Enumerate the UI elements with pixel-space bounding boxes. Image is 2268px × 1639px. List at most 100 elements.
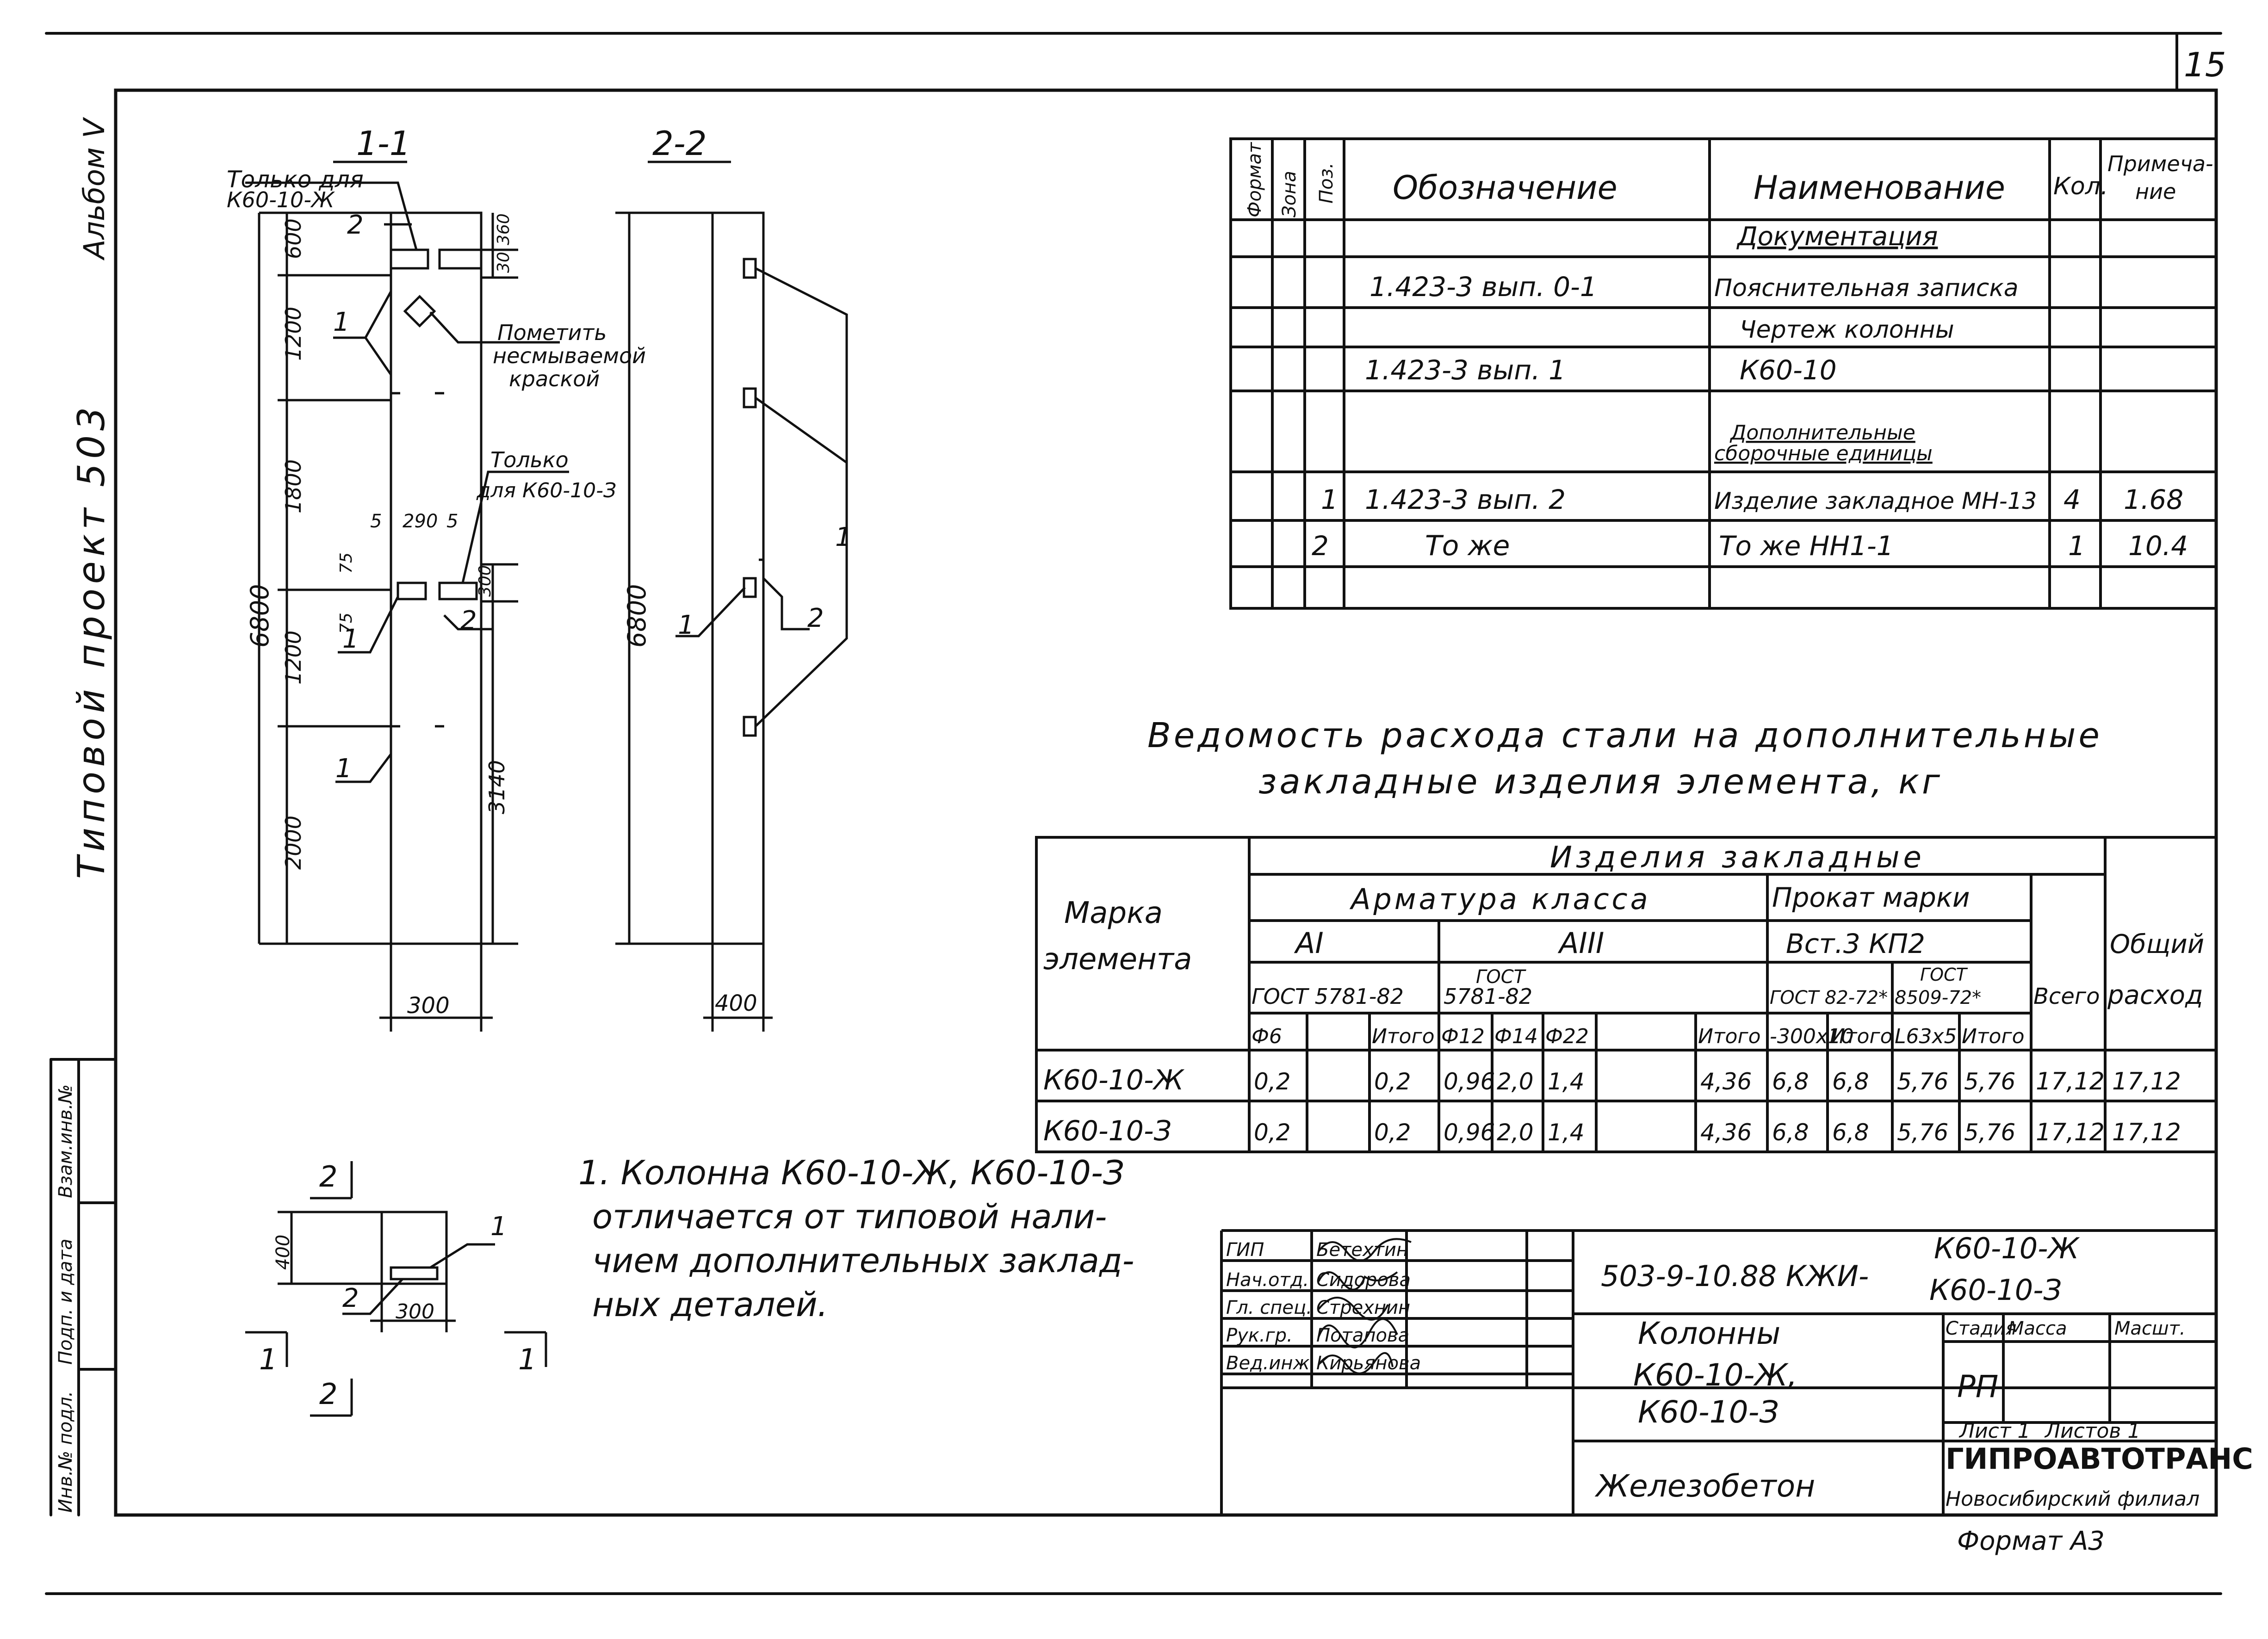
dim-width-300: 300 [407,993,450,1019]
only-note-l1: Только [490,447,569,472]
statement-title-l1: Ведомость расхода стали на дополнительны… [1147,716,2102,755]
section-2-2-text: 2-2 6800 400 1 1 2 [622,124,852,1016]
margin-text: Альбом V Типовой проект 503 Инв.№ подл. … [55,45,2226,1556]
steel-row-value: 6,8 [1832,1119,1869,1146]
pos-label-1-c: 1 [335,754,352,784]
dim-top-30: 30 [494,252,513,273]
tb-material: Железобетон [1594,1468,1815,1504]
steel-gost-rolled2-l1: ГОСТ [1920,965,1968,985]
spec-row-qty: 1 [2068,530,2085,562]
tb-name-l3: К60-10-З [1638,1394,1779,1430]
steel-statement-title: Ведомость расхода стали на дополнительны… [1147,716,2102,802]
dim-290: 290 [403,511,438,532]
steel-row-value: 17,12 [2112,1068,2181,1095]
spec-header-format: Формат [1244,142,1265,217]
tb-person: Бетехтин [1316,1239,1408,1261]
tb-sheet-label: Лист 1 [1958,1419,2030,1443]
steel-gost-a1: ГОСТ 5781-82 [1252,984,1404,1009]
spec-row-pos: 1 [1321,484,1338,515]
tb-mass-label: Масса [2008,1318,2067,1339]
tb-role: ГИП [1226,1239,1264,1261]
steel-row-value: 5,76 [1897,1119,1948,1146]
plan-pos-2: 2 [342,1283,359,1313]
margin-stamp-cell: Инв.№ подл. [55,1391,76,1513]
steel-row-value: 17,12 [2112,1119,2181,1146]
steel-row-value: 5,76 [1964,1068,2015,1095]
spec-row-designation: 1.423-3 вып. 0-1 [1369,271,1597,303]
steel-group-main: Изделия закладные [1550,841,1925,875]
spec-table-text: Формат Зона Поз. Обозначение Наименовани… [1244,142,2213,562]
steel-row-value: 4,36 [1700,1119,1752,1146]
steel-row-value: 1,4 [1548,1119,1585,1146]
plan-view-text: 2 2 1 1 400 300 1 2 [259,1160,536,1411]
steel-row-value: 0,96 [1444,1068,1495,1095]
steel-group-rolled: Прокат марки [1772,882,1970,913]
steel-row-value: 17,12 [2036,1068,2105,1095]
spec-row-name: К60-10 [1740,354,1837,386]
dim-top-360: 360 [494,213,513,245]
section-2-2-title: 2-2 [652,124,707,163]
plan-label-top: 2 [319,1160,337,1194]
spec-header-zone: Зона [1279,171,1300,217]
spec-row-name: сборочные единицы [1714,442,1933,465]
sheet-frame [114,88,2218,1517]
spec-row-qty: 4 [2064,484,2081,515]
dim-5a: 5 [370,511,382,532]
steel-sub-header: Итого [1698,1025,1761,1048]
section-1-1 [245,181,569,1032]
tb-role: Гл. спец. [1226,1297,1312,1318]
steel-row-value: 2,0 [1497,1068,1534,1095]
steel-row-value: 0,2 [1254,1068,1291,1095]
steel-row-value: 0,2 [1254,1119,1291,1146]
spec-row-name: То же НН1-1 [1719,530,1894,562]
section-1-1-title: 1-1 [356,124,411,163]
note-line-4: ных деталей. [592,1285,828,1324]
tb-person: Стрехнин [1316,1297,1410,1318]
tb-role: Нач.отд. [1226,1269,1309,1291]
only-note-l2: для К60-10-З [476,479,616,502]
spec-header-note-l1: Примеча- [2107,151,2213,176]
steel-gost-rolled1: ГОСТ 82-72* [1770,987,1888,1008]
steel-row-value: 0,96 [1444,1119,1495,1146]
steel-sub-header: L63х5 [1895,1025,1957,1048]
steel-row-mark: К60-10-З [1043,1115,1171,1147]
spec-row-designation: 1.423-3 вып. 1 [1365,354,1566,386]
steel-row-value: 6,8 [1832,1068,1869,1095]
dim-5b: 5 [446,511,458,532]
dim-75-b: 75 [337,612,356,634]
steel-grade: Вст.3 КП2 [1786,928,1925,959]
steel-row-value: 0,2 [1374,1119,1411,1146]
steel-row-value: 0,2 [1374,1068,1411,1095]
spec-header-pos: Поз. [1316,162,1337,204]
note-only-for-zh: Только для [227,166,364,193]
margin-album: Альбом V [77,117,111,261]
steel-col-mark-l1: Марка [1064,896,1163,930]
dim-600: 600 [281,218,306,259]
steel-row-value: 1,4 [1548,1068,1585,1095]
note-line-1: 1. Колонна К60-10-Ж, К60-10-З [578,1153,1124,1192]
cut-label-left: 1 [259,1342,277,1376]
tb-scale-label: Масшт. [2114,1318,2186,1339]
pos-label-1-b: 1 [342,624,359,654]
dim-75-a: 75 [337,552,356,574]
mark-note-l3: краской [509,366,600,391]
steel-row-value: 6,8 [1772,1119,1809,1146]
mark-note-l1: Пометить [497,320,607,345]
steel-sub-header: Ф12 [1441,1025,1485,1048]
steel-col-overall-l1: Общий [2110,929,2204,959]
steel-sub-header: Ф6 [1252,1025,1282,1048]
steel-sub-header: Итого [1372,1025,1435,1048]
spec-row-note: 10.4 [2128,530,2188,562]
plan-pos-1: 1 [490,1212,507,1242]
steel-row-value: 5,76 [1897,1068,1948,1095]
plan-view [245,1161,547,1417]
tb-code-mark-1: К60-10-Ж [1934,1231,2080,1265]
spec-header-designation: Обозначение [1393,169,1617,207]
title-block-text: 503-9-10.88 КЖИ- К60-10-Ж К60-10-З ГИП Н… [1226,1231,2253,1511]
steel-gost-a3-l1: ГОСТ [1476,966,1527,988]
pos-label-2-b: 2 [460,606,477,636]
tb-name-l2: К60-10-Ж, [1633,1357,1797,1393]
steel-row-value: 2,0 [1497,1119,1534,1146]
steel-class-a1: АI [1294,926,1324,960]
